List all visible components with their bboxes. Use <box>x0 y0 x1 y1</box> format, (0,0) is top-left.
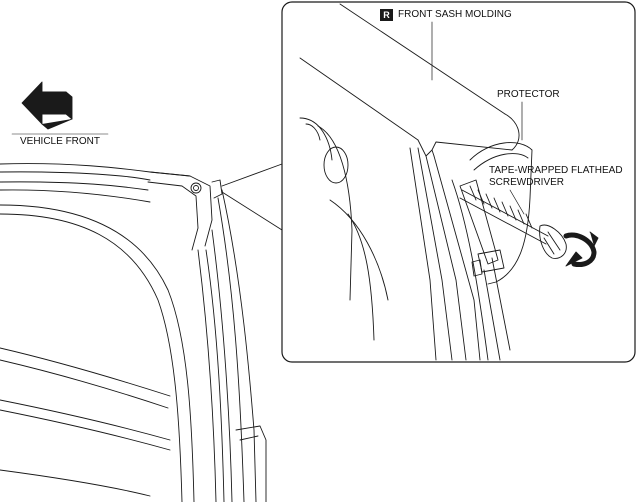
door-frame-overview <box>0 163 267 502</box>
side-r-badge: R <box>380 9 393 21</box>
vehicle-front-arrow-icon <box>21 81 73 130</box>
detail-screwdriver <box>459 185 567 259</box>
rotation-arrow-icon <box>563 231 599 267</box>
callout-connector <box>221 163 283 231</box>
protector-label: PROTECTOR <box>497 89 560 100</box>
detail-protector <box>469 142 533 285</box>
leader-lines <box>431 21 525 215</box>
detail-sash-molding <box>299 3 520 361</box>
front-sash-molding-label: FRONT SASH MOLDING <box>398 9 512 20</box>
screwdriver-label-line2: SCREWDRIVER <box>489 177 565 188</box>
detail-clip <box>459 179 505 277</box>
screwdriver-label-line1: TAPE-WRAPPED FLATHEAD <box>489 165 623 176</box>
detail-inset-frame <box>281 1 636 363</box>
vehicle-front-label: VEHICLE FRONT <box>20 136 101 147</box>
